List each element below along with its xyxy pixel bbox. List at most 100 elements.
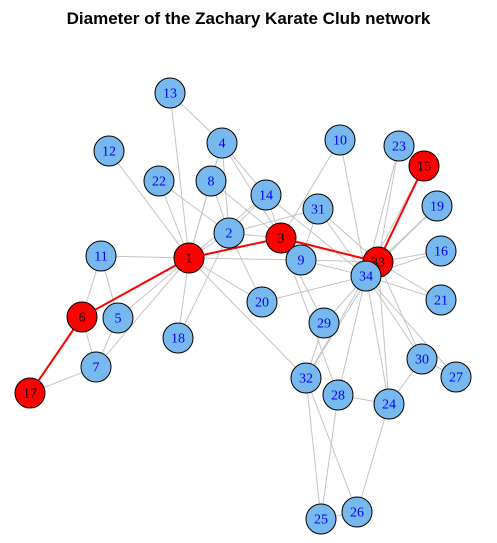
node-circle-7 [80, 351, 112, 383]
node-circle-6 [66, 301, 98, 333]
edge-24-34 [365, 275, 390, 405]
node-2: 2 [213, 217, 245, 249]
node-1: 1 [173, 242, 205, 274]
node-circle-21 [425, 284, 457, 316]
node-23: 23 [383, 130, 415, 162]
edge-25-32 [305, 377, 322, 520]
node-label-11: 11 [94, 250, 107, 265]
edge-1-13 [169, 92, 190, 259]
node-circle-4 [206, 127, 238, 159]
edge-1-7 [95, 257, 190, 368]
diameter-edge-1-6 [81, 257, 190, 318]
edge-1-12 [108, 150, 190, 259]
node-circle-28 [322, 379, 354, 411]
edge-28-34 [337, 275, 367, 396]
node-circle-14 [250, 179, 282, 211]
node-label-4: 4 [219, 137, 226, 152]
node-16: 16 [425, 235, 457, 267]
edge-27-34 [365, 275, 457, 378]
node-label-10: 10 [333, 134, 347, 149]
node-label-9: 9 [298, 254, 305, 269]
node-13: 13 [154, 77, 186, 109]
node-30: 30 [406, 343, 438, 375]
node-14: 14 [250, 179, 282, 211]
node-circle-10 [324, 124, 356, 156]
node-circle-29 [308, 307, 340, 339]
node-25: 25 [305, 503, 337, 535]
node-circle-13 [154, 77, 186, 109]
node-circle-32 [290, 362, 322, 394]
node-label-22: 22 [152, 175, 166, 190]
node-10: 10 [324, 124, 356, 156]
diameter-edge-15-33 [377, 165, 425, 263]
node-label-20: 20 [255, 296, 269, 311]
node-label-31: 31 [311, 203, 325, 218]
node-label-3: 3 [278, 232, 285, 247]
edge-24-26 [356, 403, 390, 513]
node-circle-9 [285, 244, 317, 276]
node-26: 26 [341, 496, 373, 528]
edge-1-9 [188, 257, 302, 261]
node-19: 19 [421, 190, 453, 222]
node-label-29: 29 [317, 317, 331, 332]
node-circle-19 [421, 190, 453, 222]
node-circle-2 [213, 217, 245, 249]
node-circle-16 [425, 235, 457, 267]
edge-23-33 [377, 145, 400, 263]
node-7: 7 [80, 351, 112, 383]
node-32: 32 [290, 362, 322, 394]
node-circle-12 [93, 135, 125, 167]
node-label-5: 5 [115, 312, 122, 327]
node-31: 31 [302, 193, 334, 225]
node-label-26: 26 [350, 506, 364, 521]
node-label-1: 1 [186, 252, 193, 267]
edge-26-32 [305, 377, 358, 513]
node-circle-30 [406, 343, 438, 375]
edge-10-34 [339, 139, 367, 277]
node-circle-26 [341, 496, 373, 528]
node-circle-3 [265, 222, 297, 254]
node-circle-20 [246, 286, 278, 318]
node-34: 34 [350, 260, 382, 292]
node-27: 27 [440, 361, 472, 393]
node-label-30: 30 [415, 353, 429, 368]
node-21: 21 [425, 284, 457, 316]
node-circle-15 [408, 150, 440, 182]
node-17: 17 [14, 377, 46, 409]
node-20: 20 [246, 286, 278, 318]
node-circle-24 [373, 388, 405, 420]
node-label-25: 25 [314, 513, 328, 528]
node-12: 12 [93, 135, 125, 167]
node-circle-11 [85, 240, 117, 272]
node-circle-34 [350, 260, 382, 292]
node-5: 5 [102, 302, 134, 334]
node-28: 28 [322, 379, 354, 411]
node-8: 8 [195, 165, 227, 197]
node-label-19: 19 [430, 200, 444, 215]
edge-3-10 [280, 139, 341, 239]
node-label-28: 28 [331, 389, 345, 404]
node-label-27: 27 [449, 371, 463, 386]
edge-30-33 [377, 261, 423, 360]
chart-title: Diameter of the Zachary Karate Club netw… [66, 9, 431, 28]
node-label-16: 16 [434, 245, 448, 260]
edge-20-34 [261, 275, 367, 303]
node-label-8: 8 [208, 175, 215, 190]
node-circle-27 [440, 361, 472, 393]
node-label-14: 14 [259, 189, 273, 204]
node-22: 22 [143, 165, 175, 197]
node-circle-5 [102, 302, 134, 334]
node-label-18: 18 [171, 332, 185, 347]
node-label-13: 13 [163, 87, 177, 102]
node-29: 29 [308, 307, 340, 339]
node-circle-23 [383, 130, 415, 162]
node-24: 24 [373, 388, 405, 420]
node-11: 11 [85, 240, 117, 272]
node-circle-22 [143, 165, 175, 197]
node-label-6: 6 [79, 311, 86, 326]
node-4: 4 [206, 127, 238, 159]
diameter-edge-3-33 [280, 237, 379, 263]
node-label-12: 12 [102, 145, 116, 160]
